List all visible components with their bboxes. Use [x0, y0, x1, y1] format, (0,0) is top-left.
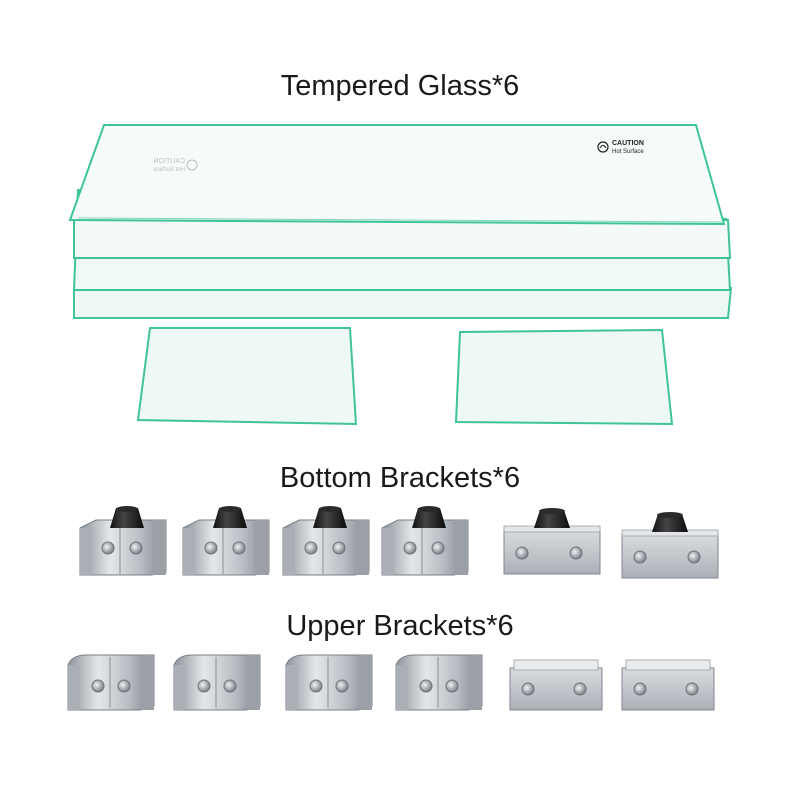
svg-text:Hot Surface: Hot Surface — [153, 167, 185, 173]
mirrored-caution-label: CAUTION Hot Surface — [153, 158, 198, 173]
upper-brackets-section-title: Upper Brackets*6 — [286, 610, 514, 642]
small-glass-panel — [454, 328, 674, 426]
svg-text:CAUTION: CAUTION — [154, 158, 186, 165]
long-glass-panel — [73, 287, 733, 319]
bottom-bracket-clamp — [79, 506, 167, 576]
hot-surface-icon — [597, 141, 609, 153]
bottom-bracket-plate — [503, 508, 601, 575]
long-glass-panel — [73, 219, 732, 259]
upper-bracket-clamp — [67, 654, 155, 711]
bottom-brackets-section-title: Bottom Brackets*6 — [279, 462, 521, 494]
caution-label: CAUTION Hot Surface — [597, 140, 644, 155]
long-glass-panel — [68, 124, 726, 226]
small-glass-panel — [136, 327, 358, 426]
upper-bracket-plate — [509, 659, 603, 711]
caution-subtext: Hot Surface — [612, 149, 644, 155]
caution-heading: CAUTION — [612, 140, 644, 147]
glass-section-title: Tempered Glass*6 — [280, 70, 520, 102]
